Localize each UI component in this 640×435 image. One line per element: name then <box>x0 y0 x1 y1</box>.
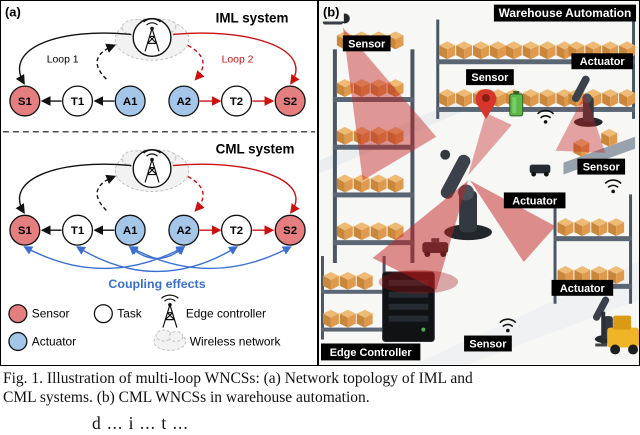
svg-text:(b): (b) <box>323 5 339 20</box>
iml-node-a1 <box>114 85 146 117</box>
legend-task-label: Task <box>117 307 142 321</box>
edge-controller-icon <box>132 17 172 57</box>
iml-system: IML system Loop 1 Loop 2 S1 T1 A1 A2 T2 … <box>9 11 306 117</box>
legend-sensor-label: Sensor <box>32 307 70 321</box>
coupling-arc-s1-a2 <box>23 246 186 270</box>
cml-node-a1 <box>114 214 146 246</box>
panel-a-topology: (a) IML system Loop 1 Loop 2 <box>0 0 318 366</box>
svg-text:Edge Controller: Edge Controller <box>330 347 413 359</box>
figure-caption: Fig. 1. Illustration of multi-loop WNCSs… <box>0 369 640 407</box>
iml-title: IML system <box>216 11 289 26</box>
svg-text:Sensor: Sensor <box>348 38 386 50</box>
iml-node-s1-label: S1 <box>18 96 33 108</box>
legend-sensor-swatch <box>8 304 28 324</box>
cml-loop1-arrow <box>96 174 117 211</box>
iml-node-t2-label: T2 <box>230 96 243 108</box>
sensing-beams <box>342 27 606 294</box>
panel-b-tag: (b) <box>319 1 344 22</box>
label-chip-sensor: Sensor <box>342 35 391 52</box>
cml-node-a2-label: A2 <box>177 225 192 237</box>
caption-line-1: Fig. 1. Illustration of multi-loop WNCSs… <box>3 370 473 387</box>
legend-cloud-icon <box>153 329 187 351</box>
panel-b-warehouse: Warehouse Automation (b) Sensor Actuator… <box>318 0 640 366</box>
cml-node-a2 <box>168 214 200 246</box>
legend-task-swatch <box>93 304 113 324</box>
cml-node-t2 <box>220 214 253 246</box>
iml-node-t1-label: T1 <box>71 96 85 108</box>
coupling-arc-a1-s2 <box>128 246 292 270</box>
cml-node-s2 <box>274 214 306 246</box>
cml-system: CML system S1 T1 A1 A2 T2 S2 <box>9 142 306 291</box>
iml-node-s2 <box>274 85 306 117</box>
coupling-arc-t1-t2 <box>75 246 239 273</box>
label-chip-sensor: Sensor <box>466 69 514 86</box>
legend-actuator-swatch <box>8 331 28 352</box>
svg-text:Actuator: Actuator <box>560 283 606 295</box>
label-chip-actuator: Actuator <box>551 279 614 296</box>
topology-diagram: (a) IML system Loop 1 Loop 2 <box>2 5 316 352</box>
svg-text:Actuator: Actuator <box>580 56 626 68</box>
iml-node-t1 <box>61 85 94 117</box>
iml-node-s2-label: S2 <box>283 96 297 108</box>
iml-node-t2 <box>220 85 253 117</box>
label-chip-actuator: Actuator <box>503 192 566 209</box>
cml-node-s2-label: S2 <box>283 225 297 237</box>
cml-node-s1-label: S1 <box>18 225 33 237</box>
caption-line-2: CML systems. (b) CML WNCSs in warehouse … <box>3 389 370 406</box>
svg-text:Actuator: Actuator <box>512 195 558 207</box>
agv-robot <box>529 164 551 177</box>
svg-text:Sensor: Sensor <box>471 72 509 84</box>
svg-text:Sensor: Sensor <box>469 338 507 350</box>
iml-node-s1 <box>9 85 41 117</box>
coupling-arc-a1-a2 <box>128 245 186 260</box>
title-chip: Warehouse Automation <box>493 4 637 22</box>
cml-node-a1-label: A1 <box>123 225 138 237</box>
loop1-label: Loop 1 <box>47 54 79 65</box>
label-chip-edge-controller: Edge Controller <box>320 343 421 361</box>
loop2-label: Loop 2 <box>222 54 254 65</box>
rack-top <box>436 19 636 119</box>
iml-loop1-arrow <box>96 43 117 80</box>
iml-node-a2 <box>168 85 200 117</box>
cml-downlink-left-arrow <box>15 163 132 214</box>
cml-node-t2-label: T2 <box>230 225 243 237</box>
location-pin-icon <box>475 89 497 119</box>
robot-arm-center <box>440 149 492 241</box>
label-chip-sensor: Sensor <box>464 335 512 352</box>
cml-node-t1-label: T1 <box>71 225 85 237</box>
legend-wireless-label: Wireless network <box>190 334 281 348</box>
clipped-body-text: d ... i ... t ... <box>92 413 189 433</box>
panel-a-tag: (a) <box>5 5 21 20</box>
warehouse-title: Warehouse Automation <box>499 6 632 20</box>
cml-downlink-right-arrow <box>172 163 300 214</box>
legend-edge-controller-label: Edge controller <box>186 307 266 321</box>
forklift <box>595 311 639 355</box>
legend-antenna-icon <box>160 294 179 329</box>
legend: Sensor Task Edge controller Actuator Wir… <box>8 294 281 352</box>
edge-controller-icon <box>132 149 172 189</box>
battery-icon <box>509 91 524 117</box>
iml-downlink-left-arrow <box>15 32 132 85</box>
cml-node-s1 <box>9 214 41 246</box>
legend-actuator-label: Actuator <box>32 334 76 348</box>
svg-text:Sensor: Sensor <box>583 162 621 174</box>
robot-arm-right <box>571 75 603 127</box>
warehouse-scene: Warehouse Automation (b) Sensor Actuator… <box>319 1 639 365</box>
label-chip-actuator: Actuator <box>571 53 634 70</box>
coupling-effects-label: Coupling effects <box>108 277 205 291</box>
figure-1: (a) IML system Loop 1 Loop 2 <box>0 0 640 366</box>
cml-loop2-arrow <box>187 175 205 212</box>
iml-loop2-arrow <box>187 44 205 81</box>
cml-node-t1 <box>61 214 94 246</box>
rack-left <box>332 31 415 263</box>
iml-node-a2-label: A2 <box>177 96 192 108</box>
iml-downlink-right-arrow <box>172 32 300 85</box>
server-cabinet <box>382 271 435 343</box>
cml-title: CML system <box>216 142 295 157</box>
label-chip-sensor: Sensor <box>577 158 626 175</box>
iml-node-a1-label: A1 <box>123 96 138 108</box>
